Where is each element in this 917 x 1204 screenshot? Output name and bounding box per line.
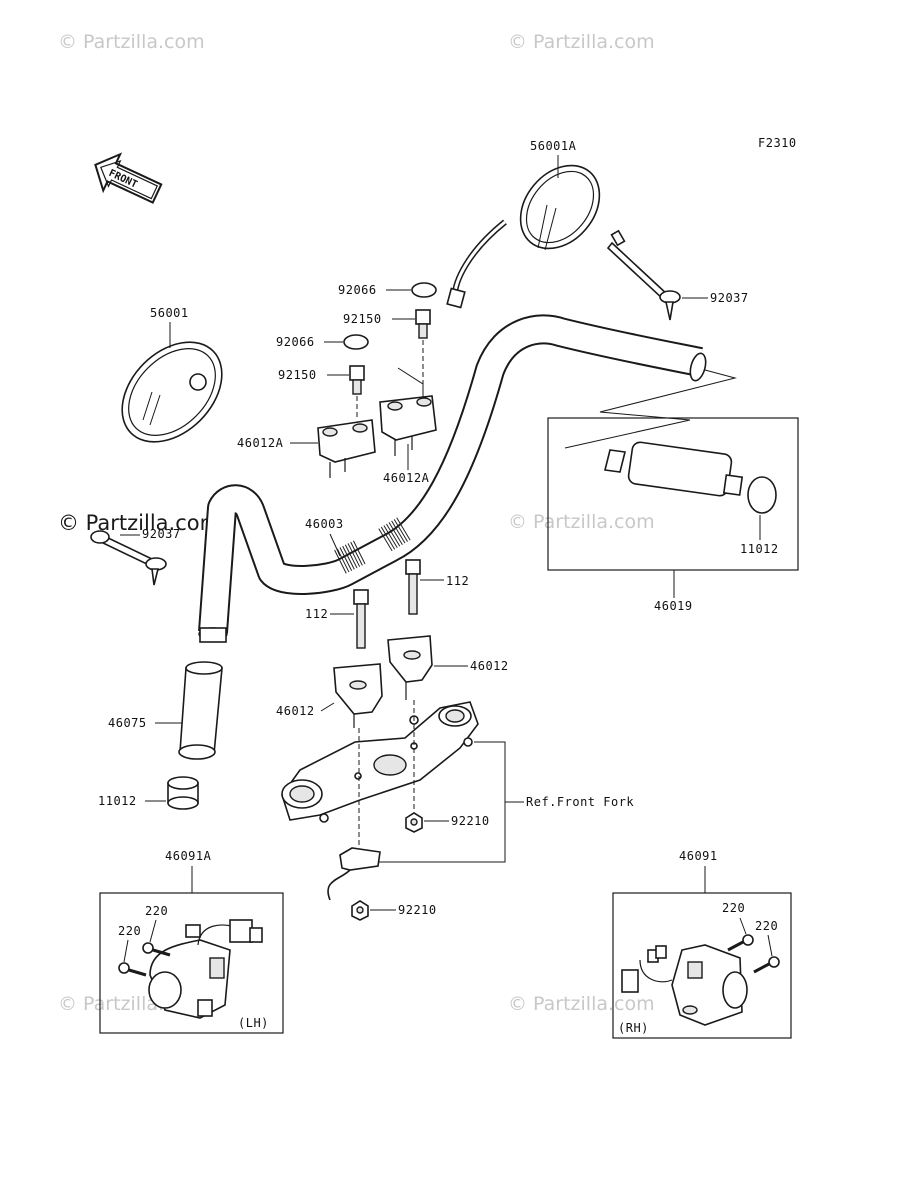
label-220-lh-b: 220 — [118, 924, 141, 938]
label-92150-upper: 92150 — [343, 312, 382, 326]
bolt-112-left — [353, 589, 369, 649]
label-56001A: 56001A — [530, 139, 577, 153]
detail-box-46019 — [547, 417, 799, 571]
label-220-rh-a: 220 — [722, 901, 745, 915]
label-46091A: 46091A — [165, 849, 212, 863]
cap-92066-lower — [343, 334, 369, 350]
screw-220-rh-b — [753, 956, 780, 974]
label-46075: 46075 — [108, 716, 147, 730]
cap-92066-upper — [411, 282, 437, 298]
cap-11012-left — [167, 776, 199, 810]
bracket-92037-left — [90, 530, 167, 586]
label-220-rh-b: 220 — [755, 919, 778, 933]
label-112-left: 112 — [305, 607, 328, 621]
label-11012-left: 11012 — [98, 794, 137, 808]
nut-92210-lower — [351, 900, 369, 921]
nut-92210-upper — [405, 812, 423, 833]
label-92037-left: 92037 — [142, 527, 181, 541]
lh-label: (LH) — [238, 1016, 269, 1030]
label-112-right: 112 — [446, 574, 469, 588]
label-46012A-left: 46012A — [237, 436, 284, 450]
label-46012-left: 46012 — [276, 704, 315, 718]
front-arrow-icon: FRONT — [94, 152, 163, 204]
rh-switch-housing — [621, 944, 748, 1026]
right-mirror — [446, 164, 601, 309]
cable-bracket — [327, 847, 381, 901]
holder-46012-right — [387, 635, 433, 700]
label-46012-right: 46012 — [470, 659, 509, 673]
handlebar-46003 — [198, 314, 707, 643]
grip-46075 — [178, 661, 223, 760]
label-92150-lower: 92150 — [278, 368, 317, 382]
watermark-dark: © Partzilla.com — [58, 511, 220, 535]
screw-220-rh-a — [727, 934, 754, 952]
lh-switch-box — [99, 892, 284, 1034]
triple-clamp — [281, 701, 479, 823]
label-46019: 46019 — [654, 599, 693, 613]
watermark-3: © Partzilla.com — [508, 511, 655, 533]
rh-switch-box — [612, 892, 792, 1039]
label-11012-right: 11012 — [740, 542, 779, 556]
bolt-92150-upper — [415, 309, 431, 339]
label-92210-upper: 92210 — [451, 814, 490, 828]
bracket-92037-right — [606, 229, 681, 321]
label-56001: 56001 — [150, 306, 189, 320]
watermark-2: © Partzilla.com — [508, 31, 655, 53]
label-46003: 46003 — [305, 517, 344, 531]
label-220-lh-a: 220 — [145, 904, 168, 918]
left-mirror — [121, 341, 223, 443]
lh-switch-housing — [148, 919, 263, 1019]
label-92066-lower: 92066 — [276, 335, 315, 349]
label-92066-upper: 92066 — [338, 283, 377, 297]
label-46012A-right: 46012A — [383, 471, 430, 485]
watermarks: © Partzilla.com © Partzilla.com © Partzi… — [58, 31, 655, 1015]
watermark-5: © Partzilla.com — [508, 993, 655, 1015]
diagram-code: F2310 — [758, 136, 797, 150]
watermark-1: © Partzilla.com — [58, 31, 205, 53]
rh-label: (RH) — [618, 1021, 649, 1035]
label-46091: 46091 — [679, 849, 718, 863]
label-92210-lower: 92210 — [398, 903, 437, 917]
bolt-112-right — [405, 559, 421, 615]
screw-220-lh-a — [142, 942, 171, 957]
label-92037-right: 92037 — [710, 291, 749, 305]
clamp-46012A-left — [317, 419, 376, 478]
throttle-grip — [604, 441, 777, 514]
holder-46012-left — [333, 663, 383, 728]
bolt-92150-lower — [349, 365, 365, 395]
clamp-46012A-right — [379, 395, 437, 456]
screw-220-lh-b — [118, 962, 147, 977]
label-ref-front-fork: Ref.Front Fork — [526, 795, 634, 809]
